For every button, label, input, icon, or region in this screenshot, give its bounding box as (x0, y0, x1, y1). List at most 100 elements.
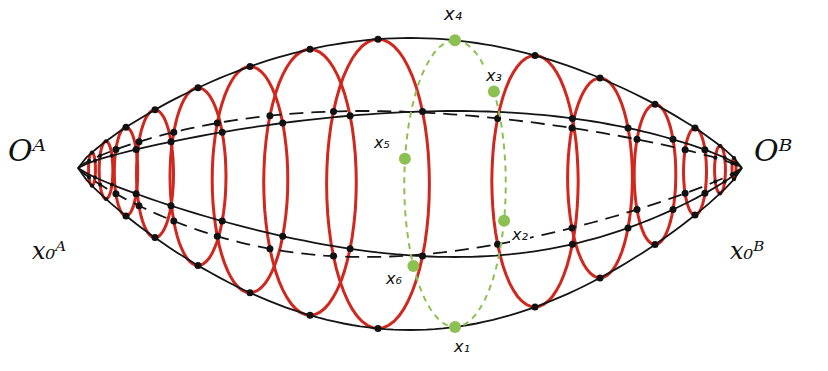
grid-dot (170, 218, 177, 225)
red-loop (264, 49, 357, 315)
grid-dot (730, 172, 734, 176)
grid-dot (219, 218, 226, 225)
grid-dot (104, 139, 108, 143)
grid-dot (168, 202, 175, 209)
grid-dot (170, 129, 177, 136)
grid-dot (375, 325, 382, 332)
base-point-label: x₀ᴬ (30, 238, 68, 264)
grid-dot (347, 245, 354, 252)
point-label: x₂ (510, 226, 530, 244)
grid-dot (625, 224, 632, 231)
base-point-label: x₀ᴮ (728, 238, 766, 264)
grid-dot (569, 125, 576, 132)
grid-dot (247, 289, 254, 296)
grid-dot (93, 175, 97, 179)
green-point (498, 215, 510, 227)
pole-label: Oᴮ (752, 134, 794, 167)
grid-dot (152, 234, 159, 241)
grid-dot (133, 190, 140, 197)
grid-dot (701, 146, 708, 153)
grid-dot (247, 63, 254, 70)
grid-dot (87, 175, 91, 179)
grid-dot (634, 136, 641, 143)
meridian-line (78, 168, 742, 257)
grid-dot (718, 144, 722, 148)
point-label: x₆ (384, 270, 404, 288)
point-label: x₄ (442, 4, 464, 24)
green-point (407, 260, 419, 272)
grid-dot (375, 36, 382, 43)
grid-dot (569, 241, 576, 248)
red-loop (212, 67, 288, 293)
grid-dot (219, 129, 226, 136)
grid-dot (597, 75, 604, 82)
grid-dot (90, 150, 94, 154)
point-label: x₅ (372, 134, 392, 152)
grid-dot (87, 159, 91, 163)
grid-dot (347, 112, 354, 119)
grid-dot (713, 156, 717, 160)
red-loop (170, 88, 226, 266)
grid-dot (112, 146, 119, 153)
point-label: x₁ (452, 338, 472, 356)
red-loop (568, 78, 633, 278)
grid-dot (682, 146, 689, 153)
grid-dot (713, 180, 717, 184)
grid-dot (104, 197, 108, 201)
grid-dot (214, 233, 221, 240)
red-loop (89, 152, 96, 185)
grid-dot (670, 136, 677, 143)
grid-dot (569, 115, 576, 122)
green-point (399, 153, 411, 165)
grid-dot (152, 106, 159, 113)
grid-dot (110, 183, 114, 187)
green-point (488, 86, 500, 98)
point-label: x₃ (484, 67, 504, 85)
grid-dot (98, 154, 102, 158)
grid-dot (532, 52, 539, 59)
red-loop (99, 141, 113, 199)
grid-dot (195, 262, 202, 269)
grid-dot (692, 125, 699, 132)
grid-dot (110, 154, 114, 158)
grid-dot (214, 120, 221, 127)
grid-dot (307, 312, 314, 319)
grid-dot (266, 112, 273, 119)
grid-dot (307, 46, 314, 53)
grid-dot (723, 156, 727, 160)
grid-dot (123, 124, 130, 131)
grid-dot (723, 180, 727, 184)
meridian-line (78, 168, 742, 257)
grid-dot (692, 212, 699, 219)
grid-dot (652, 241, 659, 248)
green-point (449, 34, 461, 46)
grid-dot (136, 202, 143, 209)
grid-dot (634, 206, 641, 213)
red-loop (137, 110, 174, 238)
grid-dot (732, 177, 736, 181)
grid-dot (419, 108, 426, 115)
meridian-line (78, 111, 742, 168)
grid-dot (90, 184, 94, 188)
grid-dot (532, 304, 539, 311)
green-dashed-loop (404, 40, 506, 327)
meridian-line (78, 168, 742, 330)
grid-dot (670, 206, 677, 213)
grid-dot (625, 125, 632, 132)
grid-dot (732, 156, 736, 160)
grid-dot (93, 159, 97, 163)
grid-dot (266, 245, 273, 252)
grid-dot (168, 138, 175, 145)
grid-dot (730, 161, 734, 165)
red-loop (327, 39, 430, 328)
grid-dot (112, 190, 119, 197)
grid-dot (136, 138, 143, 145)
grid-dot (330, 108, 337, 115)
grid-dot (569, 224, 576, 231)
grid-dot (718, 192, 722, 196)
grid-dot (652, 101, 659, 108)
green-point (449, 321, 461, 333)
grid-dot (701, 190, 708, 197)
